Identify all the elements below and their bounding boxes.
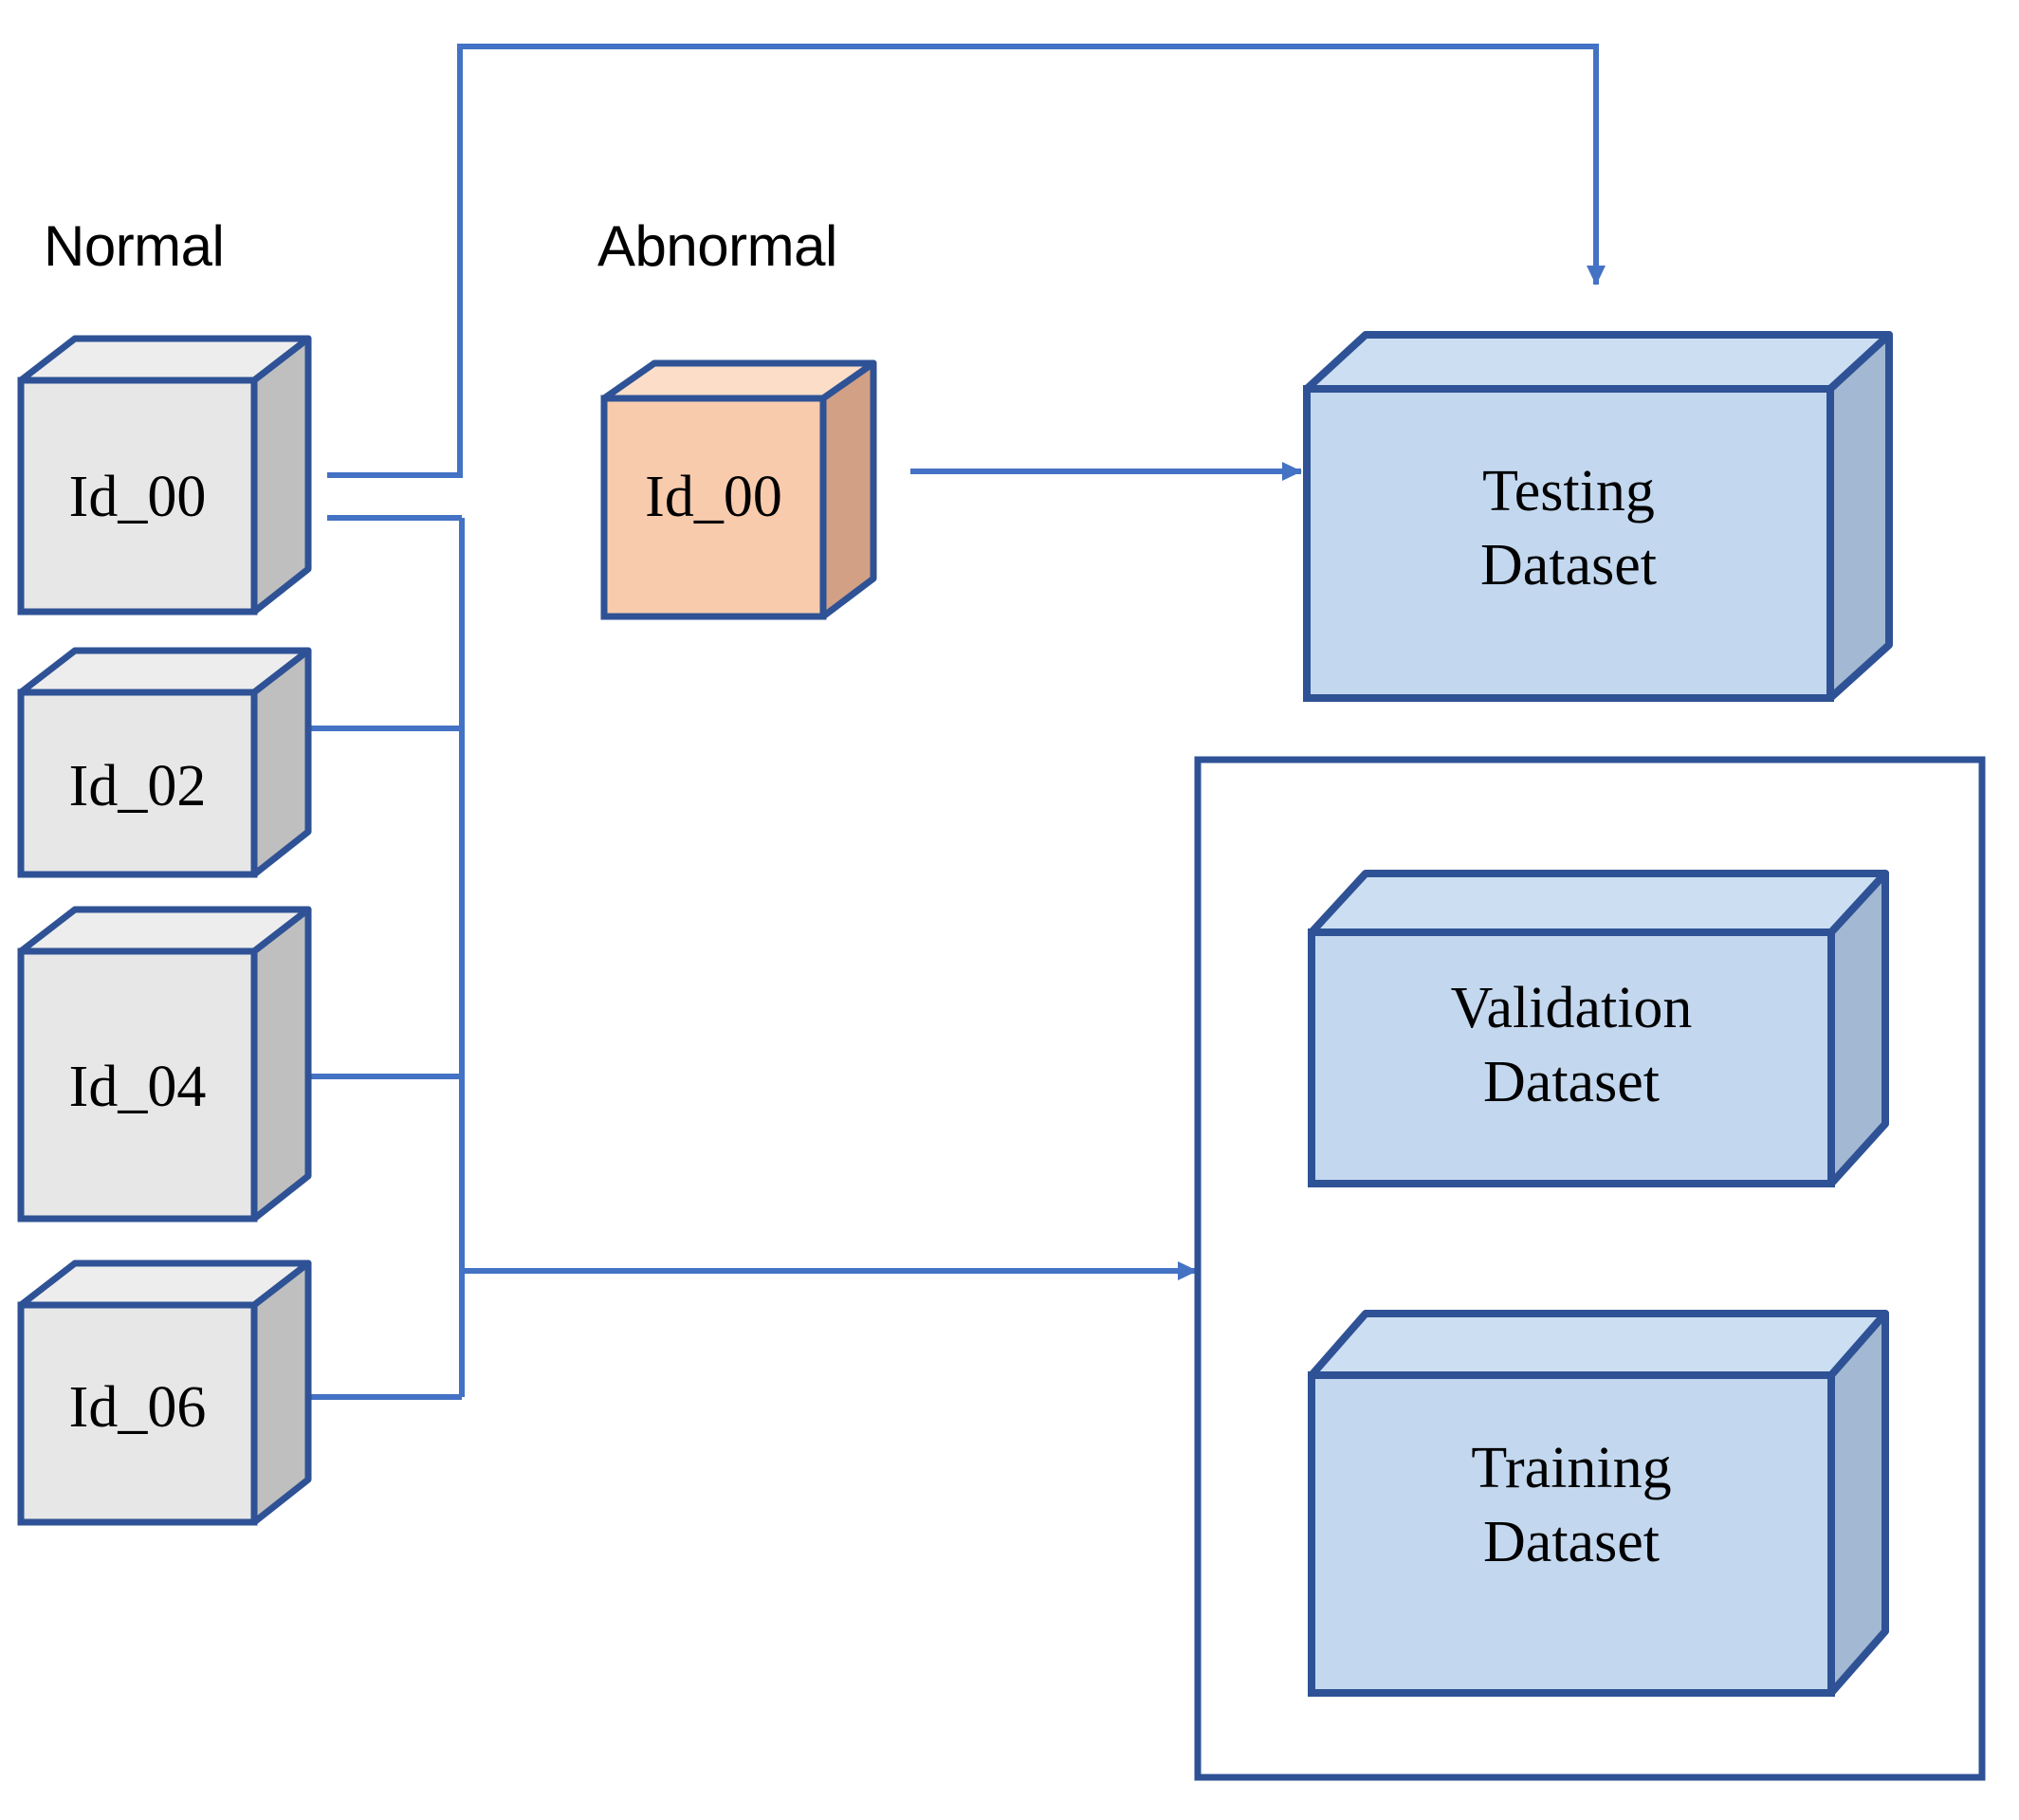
abnormal-group-label: Abnormal [597,214,837,278]
connector-normal-bus-to-container [303,515,1198,1400]
box-validation-dataset[interactable] [1308,870,1889,1187]
cube-label-normal-id06: Id_06 [68,1375,207,1440]
cube-normal-id02[interactable] [17,647,312,878]
cube-label-abnormal-id00: Id_00 [645,465,782,529]
box-label-testing-dataset: Testing Dataset [1480,459,1657,597]
cube-abnormal-id00[interactable] [600,359,877,620]
box-label-training-dataset: Training Dataset [1471,1436,1672,1574]
cube-normal-id04[interactable] [17,906,312,1223]
box-testing-dataset[interactable] [1303,331,1893,702]
cube-label-normal-id00: Id_00 [68,465,207,529]
cube-normal-id06[interactable] [17,1259,312,1526]
box-label-validation-dataset: Validation Dataset [1450,976,1693,1114]
train-val-container [1194,756,1986,1781]
box-training-dataset[interactable] [1308,1310,1889,1697]
cube-normal-id00[interactable] [17,335,312,616]
cube-label-normal-id04: Id_04 [68,1055,207,1119]
connector-normal-id00-to-testing [327,44,1606,478]
normal-group-label: Normal [44,214,225,278]
cube-label-normal-id02: Id_02 [68,754,207,818]
